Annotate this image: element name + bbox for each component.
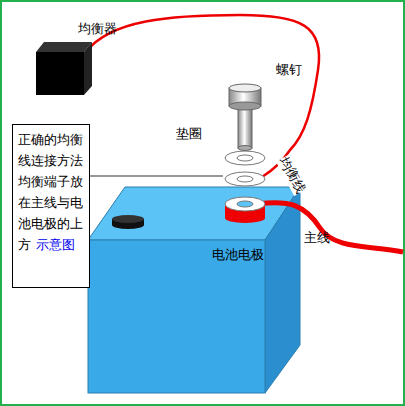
battery-top bbox=[88, 187, 300, 240]
part-label: 垫圈 bbox=[176, 126, 202, 142]
battery-front bbox=[88, 240, 265, 393]
balancer-side bbox=[84, 42, 92, 95]
balancer-top bbox=[36, 42, 92, 52]
balancer-box: 均衡器 bbox=[36, 52, 84, 95]
callout-link: 示意图 bbox=[36, 237, 75, 252]
balancer-label: 均衡器 bbox=[78, 21, 117, 37]
balance-wire bbox=[86, 15, 319, 177]
callout-text: 正确的均衡线连接方法均衡端子放在主线与电池电极的上方 bbox=[18, 132, 83, 252]
washer bbox=[225, 172, 265, 186]
battery-side bbox=[265, 187, 300, 393]
part-label: 螺钉 bbox=[276, 62, 302, 78]
screw-shaft bbox=[238, 108, 252, 148]
part-label: 主线 bbox=[304, 230, 330, 246]
main-wire bbox=[258, 203, 403, 252]
leader-line bbox=[90, 175, 223, 177]
part-label: 电池电极 bbox=[212, 247, 264, 263]
callout-box: 正确的均衡线连接方法均衡端子放在主线与电池电极的上方示意图 bbox=[12, 124, 90, 288]
washer bbox=[225, 151, 265, 165]
